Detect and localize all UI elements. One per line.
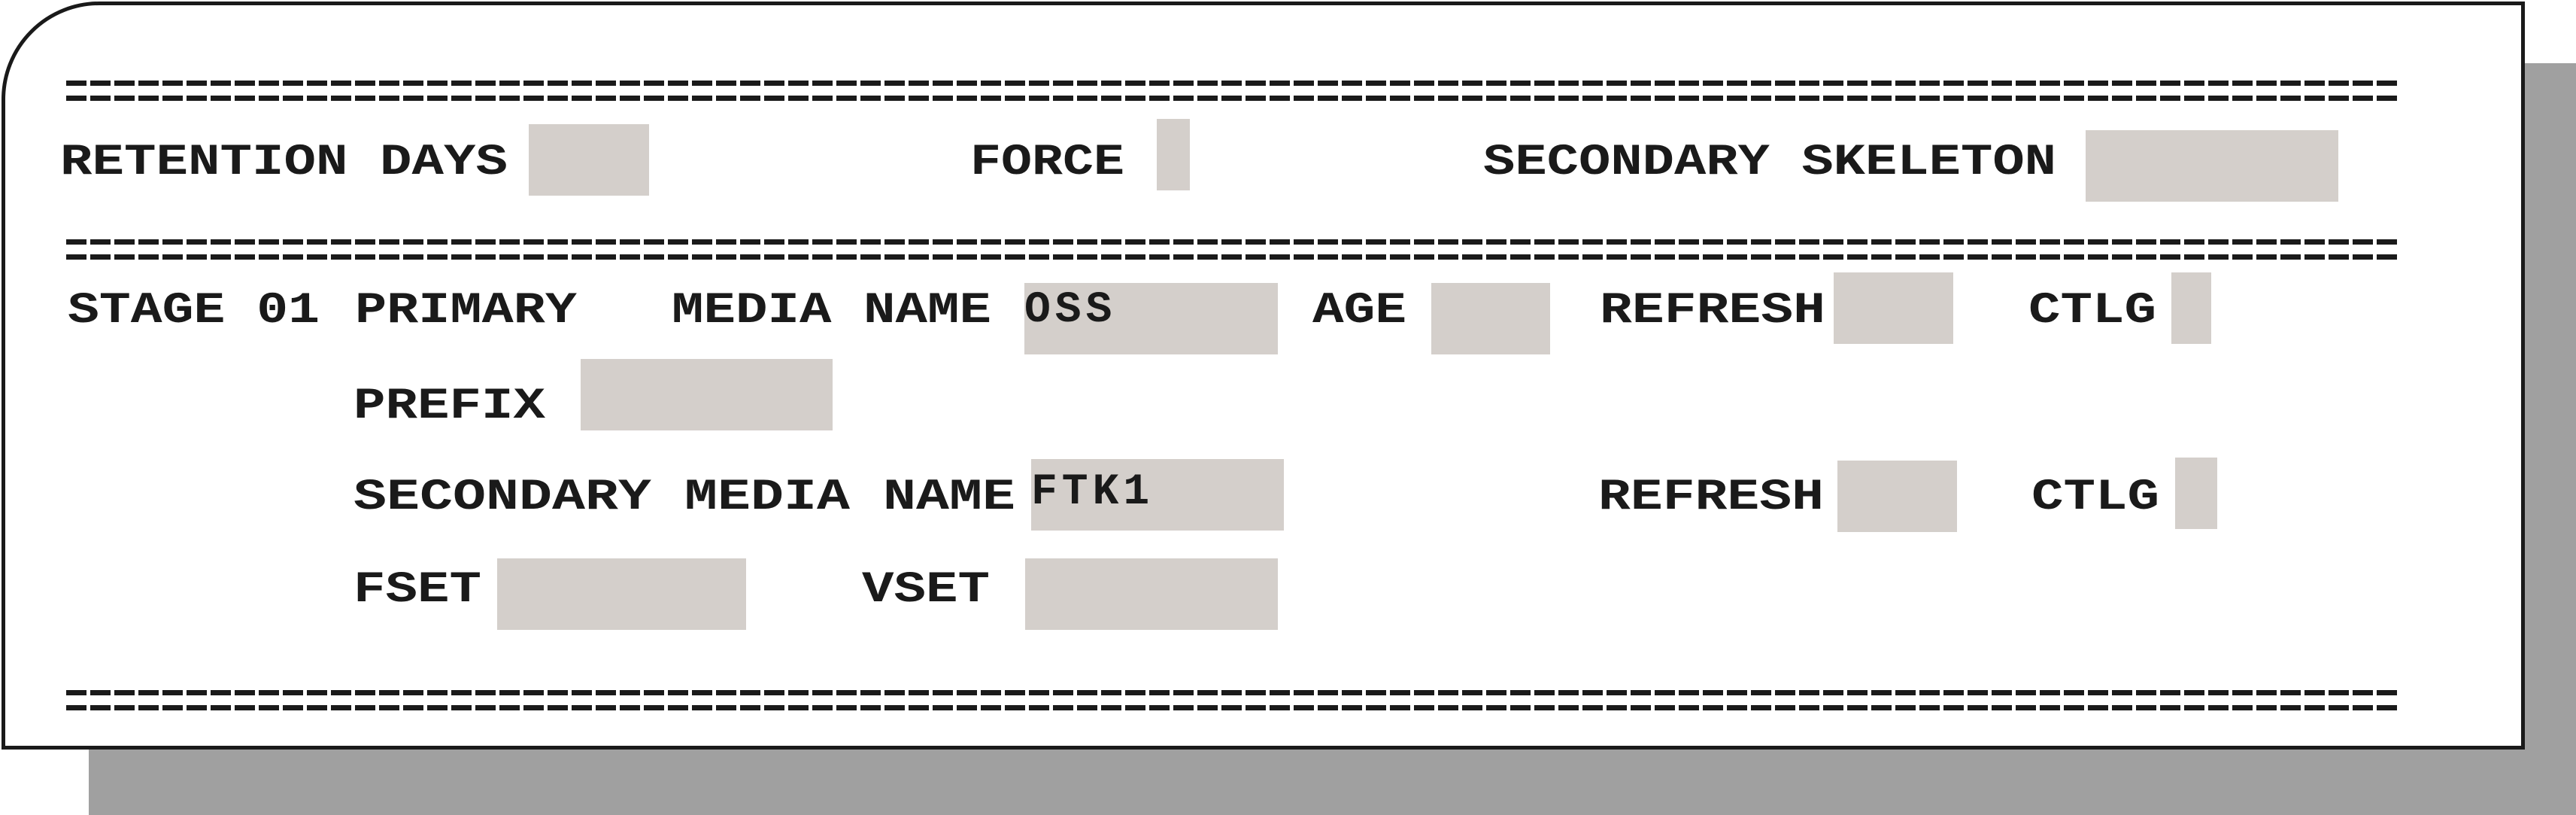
primary-refresh-label: REFRESH bbox=[1600, 287, 1825, 336]
vset-label: VSET bbox=[862, 566, 990, 615]
secondary-ctlg-field[interactable] bbox=[2175, 458, 2217, 529]
fset-field[interactable] bbox=[497, 558, 746, 630]
primary-ctlg-label: CTLG bbox=[2028, 287, 2156, 336]
vset-field[interactable] bbox=[1025, 558, 1278, 630]
primary-media-name-label: MEDIA NAME bbox=[672, 287, 991, 336]
prefix-label: PREFIX bbox=[353, 382, 545, 431]
secondary-skeleton-field[interactable] bbox=[2086, 130, 2338, 202]
primary-label: PRIMARY bbox=[355, 287, 577, 336]
primary-media-name-field[interactable]: OSS bbox=[1024, 283, 1278, 354]
secondary-refresh-field[interactable] bbox=[1837, 461, 1957, 532]
age-field[interactable] bbox=[1431, 283, 1550, 354]
separator-line-top bbox=[66, 81, 2400, 105]
stage-label: STAGE 01 bbox=[68, 287, 320, 336]
primary-ctlg-field[interactable] bbox=[2171, 272, 2211, 344]
prefix-field[interactable] bbox=[581, 359, 833, 430]
primary-refresh-field[interactable] bbox=[1834, 272, 1953, 344]
age-label: AGE bbox=[1312, 287, 1406, 336]
retention-days-label: RETENTION DAYS bbox=[60, 138, 508, 187]
secondary-media-name-field[interactable]: FTK1 bbox=[1031, 459, 1284, 531]
secondary-refresh-label: REFRESH bbox=[1598, 473, 1824, 522]
force-field[interactable] bbox=[1157, 119, 1190, 190]
secondary-media-name-label: SECONDARY MEDIA NAME bbox=[353, 473, 1015, 522]
secondary-ctlg-label: CTLG bbox=[2031, 473, 2159, 522]
fset-label: FSET bbox=[353, 566, 481, 615]
separator-line-bottom bbox=[66, 690, 2400, 714]
separator-line-middle bbox=[66, 239, 2400, 263]
force-label: FORCE bbox=[970, 138, 1124, 187]
retention-form-panel bbox=[2, 2, 2525, 750]
retention-days-field[interactable] bbox=[529, 124, 649, 196]
secondary-skeleton-label: SECONDARY SKELETON bbox=[1483, 138, 2056, 187]
